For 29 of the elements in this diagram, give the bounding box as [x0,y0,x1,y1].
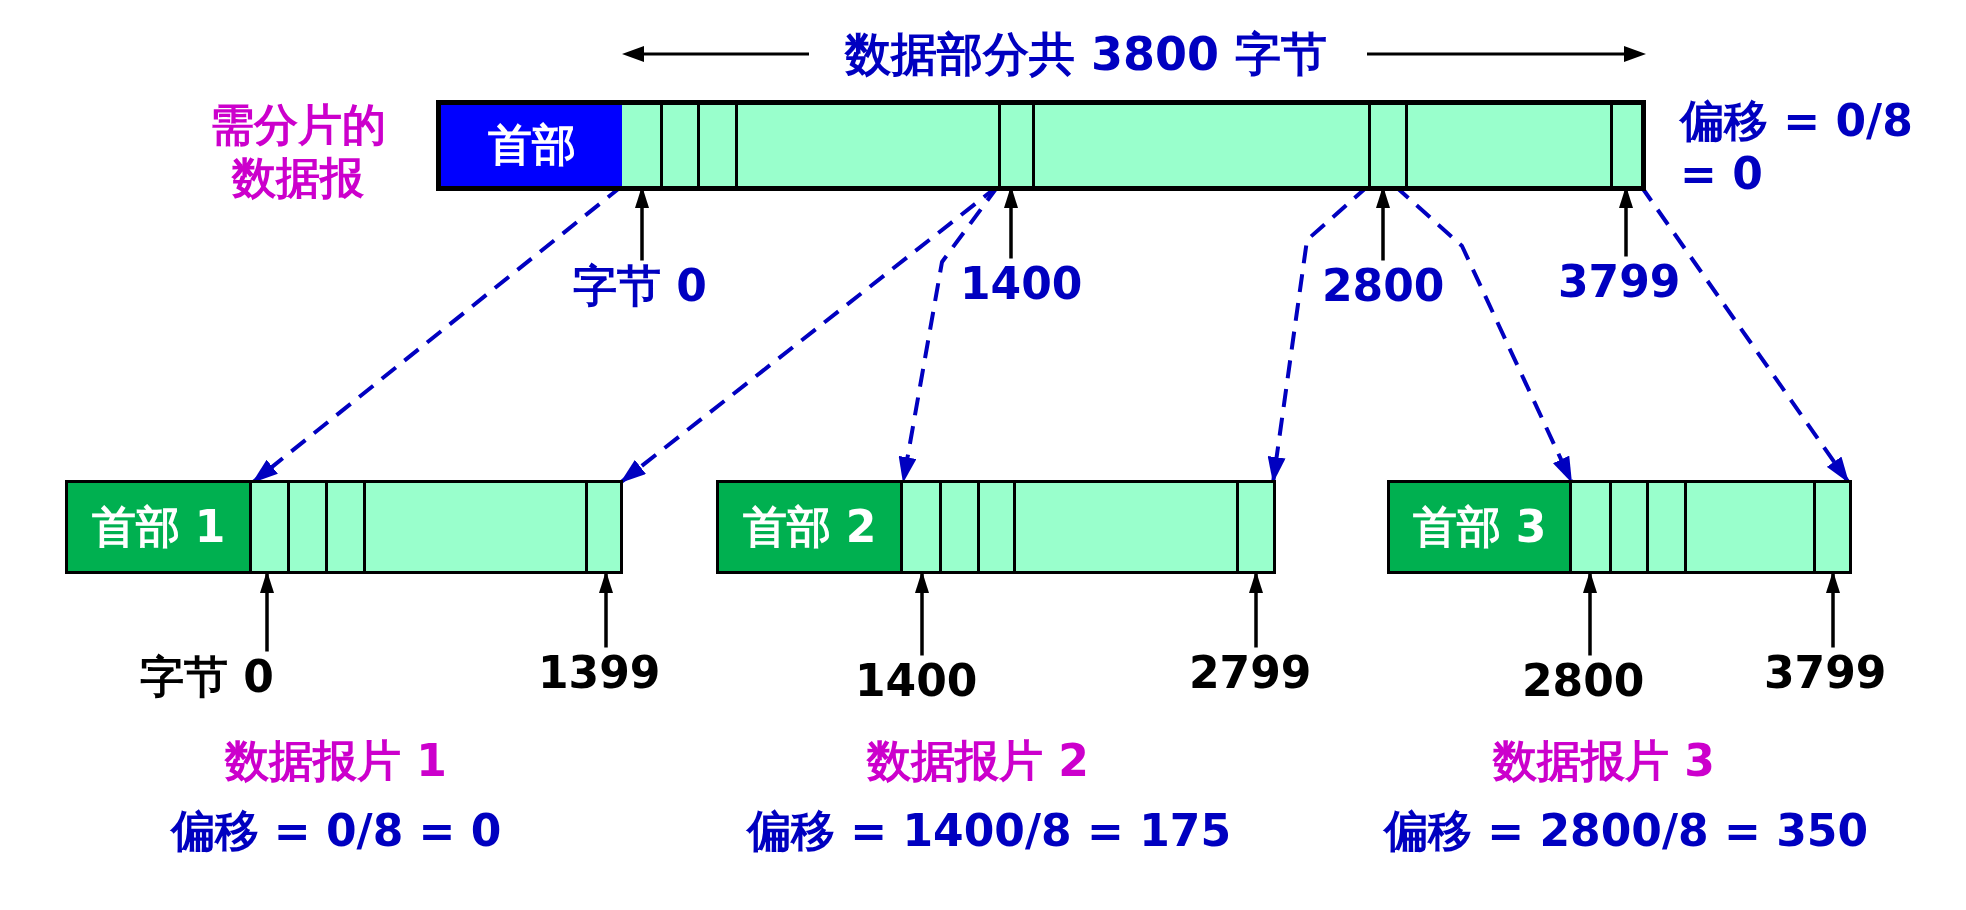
pointer-arrow [1249,571,1263,648]
pointer-arrow [1826,571,1840,648]
datagram-bar [436,100,1646,191]
fragment-bar [716,480,1276,574]
pointer-arrow [915,571,929,656]
fragment-caption: 数据报片 2 [867,735,1089,787]
fragment-bar [1387,480,1852,574]
offset-note: 偏移 = 0/8 = 0 [170,805,502,857]
fragment-data [252,483,620,571]
fragment-bar [65,480,623,574]
data-segment [1368,105,1641,186]
offset-note: 偏移 = 2800/8 = 350 [1384,805,1868,857]
offset-note: 偏移 = 1400/8 = 175 [747,805,1231,857]
header-block: 首部 2 [719,483,903,571]
fragment-caption: 数据报片 1 [225,735,447,787]
header-block: 首部 [441,105,622,186]
data-segment [998,105,1368,186]
offset-note: 偏移 = 0/8 = 0 [1680,94,1914,200]
fragment-caption: 数据报片 3 [1493,735,1715,787]
fragment-data [1572,483,1849,571]
fragment-data [903,483,1273,571]
pointer-arrow [1583,571,1597,656]
dimension-label: 数据部分共 3800 字节 [845,27,1328,81]
pointer-arrow [260,571,274,652]
header-block: 首部 1 [68,483,252,571]
datagram-title: 需分片的数据报 [209,98,387,204]
header-block: 首部 3 [1390,483,1572,571]
pointer-arrow [599,571,613,648]
data-segment [622,105,998,186]
